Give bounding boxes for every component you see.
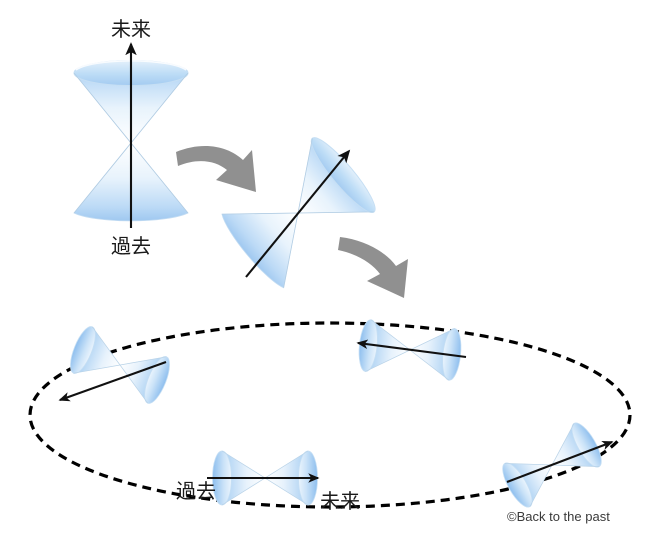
closed-timelike-curve: [28, 321, 632, 509]
orbit-cone-right-right-cap: [571, 422, 602, 468]
tilted-cone-cap: [310, 137, 376, 213]
orbit-cone-left: [70, 326, 170, 404]
credit-label: ©Back to the past: [507, 509, 610, 524]
orbit-future-label: 未来: [320, 489, 360, 513]
transition-arrow-1-shape: [176, 146, 256, 192]
orbit-cone-left-right-cap: [144, 356, 170, 404]
upright-light-cone: 未来 過去: [73, 17, 189, 258]
orbit-cone-right: [502, 422, 602, 508]
upright-cone-future-label: 未来: [111, 17, 151, 41]
tilted-light-cone: [221, 137, 376, 289]
orbit-cone-left-generators: [73, 326, 167, 404]
orbit-cone-right-axis: [506, 441, 614, 483]
upright-cone-past-label: 過去: [111, 234, 151, 258]
transition-arrow-1: [176, 146, 256, 192]
orbit-past-label: 過去: [176, 479, 216, 503]
tilted-cone-time-axis: [245, 149, 351, 278]
transition-arrow-2: [338, 237, 408, 298]
tilted-past-lobe: [221, 212, 299, 289]
orbit-cone-left-axis: [58, 361, 167, 402]
orbit-cone-top-axis: [356, 339, 467, 359]
orbit-cone-right-left-cap: [502, 462, 533, 508]
orbit-cone-left-left-cap: [70, 326, 96, 374]
transition-arrow-2-shape: [338, 237, 408, 298]
orbit-cone-bottom: [207, 450, 320, 506]
